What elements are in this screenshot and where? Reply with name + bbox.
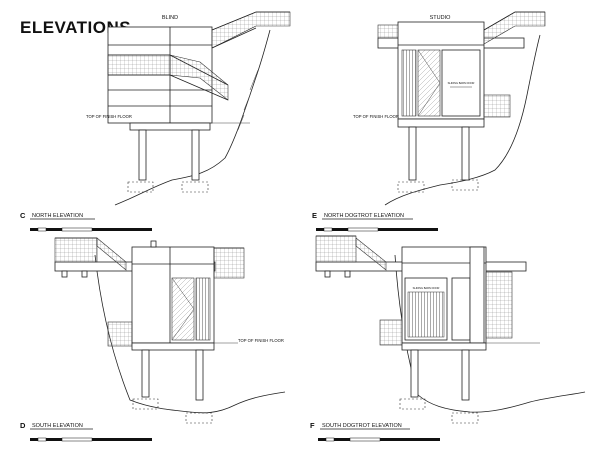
top-label: BLIND (162, 15, 178, 21)
floor-label: TOP OF FINISH FLOOR (86, 114, 132, 119)
railing (107, 321, 133, 347)
stair-railing (96, 237, 127, 271)
column (141, 349, 150, 398)
railing (213, 247, 245, 279)
door-label: SLIDING BARN DOOR (413, 286, 440, 290)
floor-label: TOP OF FINISH FLOOR (238, 338, 284, 343)
view-title: NORTH DOGTROT ELEVATION (324, 213, 404, 219)
door-label: SLIDING BARN DOOR (448, 81, 475, 85)
chimney-vent (150, 240, 157, 248)
view-title: SOUTH DOGTROT ELEVATION (322, 423, 402, 429)
column (191, 129, 200, 181)
railing (377, 24, 401, 39)
terrain-line (114, 29, 271, 206)
stair-railing (355, 237, 387, 271)
scale-bar (318, 437, 440, 442)
scale-bar (316, 227, 438, 232)
view-north-elevation: BLIND TOP OF FINISH FLOOR C (20, 11, 291, 232)
glass-door (171, 277, 195, 341)
railing (107, 54, 171, 76)
column (138, 129, 147, 181)
view-title: NORTH ELEVATION (32, 213, 83, 219)
column (408, 126, 417, 181)
railing (379, 319, 403, 346)
view-south-dogtrot-elevation: SLIDING BARN DOOR F SOUTH DOGTROT ELEVAT… (310, 235, 586, 442)
terrain-line (384, 34, 541, 206)
column (461, 349, 470, 401)
view-letter: C (20, 211, 26, 220)
railing (483, 94, 511, 118)
glass-door (417, 49, 441, 117)
scale-bar (30, 437, 152, 442)
view-title: SOUTH ELEVATION (32, 423, 83, 429)
scale-bar (30, 227, 152, 232)
terrain-line (94, 254, 286, 414)
sheet-title: ELEVATIONS (20, 18, 132, 37)
railing (54, 237, 98, 263)
view-north-dogtrot-elevation: STUDIO SLIDING BARN DOOR TOP OF FINISH F… (312, 11, 546, 232)
railing (485, 271, 513, 339)
barn-door (441, 49, 481, 117)
railing (315, 235, 357, 263)
floor-label: TOP OF FINISH FLOOR (353, 114, 399, 119)
view-letter: F (310, 421, 315, 430)
view-south-elevation: TOP OF FINISH FLOOR D SOUTH ELEVATION (20, 237, 286, 442)
column (410, 349, 419, 398)
view-letter: E (312, 211, 317, 220)
view-letter: D (20, 421, 26, 430)
column (195, 349, 204, 401)
top-label: STUDIO (430, 15, 452, 21)
column (461, 126, 470, 181)
